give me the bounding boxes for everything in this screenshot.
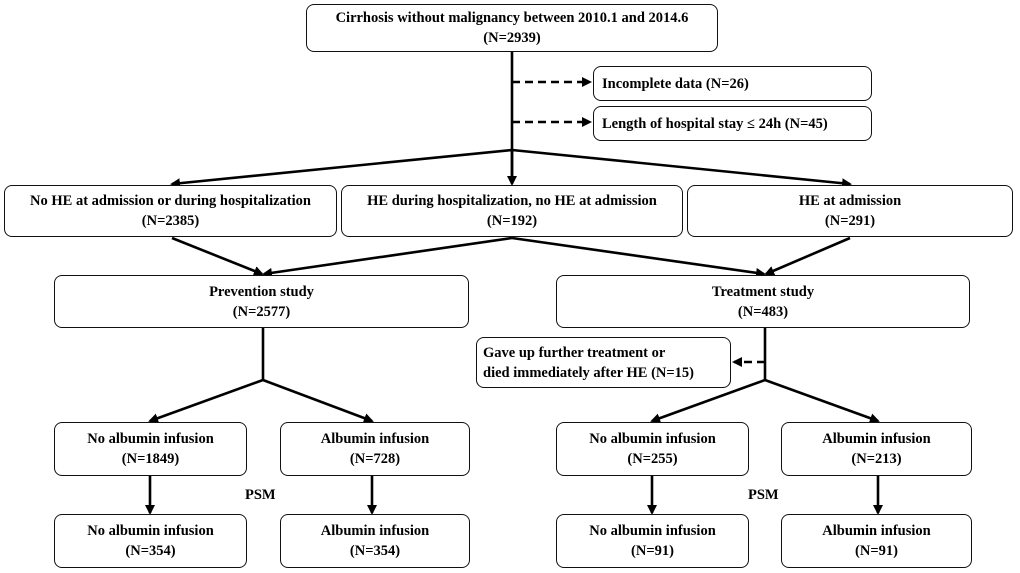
box-prevention-study: Prevention study (N=2577): [54, 275, 469, 328]
connector-treatment-to-albumin: [764, 378, 880, 423]
box-count: (N=91): [855, 543, 898, 559]
box-exclusion-short-stay: Length of hospital stay ≤ 24h (N=45): [593, 106, 872, 141]
box-title: Albumin infusion: [822, 523, 931, 539]
box-exclusion-gave-up: Gave up further treatment or died immedi…: [476, 337, 731, 388]
box-treatment-albumin: Albumin infusion (N=213): [781, 422, 972, 476]
box-prevention-no-albumin: No albumin infusion (N=1849): [54, 422, 247, 476]
box-no-he: No HE at admission or during hospitaliza…: [4, 185, 337, 237]
box-title: No HE at admission or during hospitaliza…: [30, 193, 311, 209]
box-count: (N=192): [486, 213, 538, 229]
box-prevention-albumin-matched: Albumin infusion (N=354): [280, 514, 470, 568]
box-count: (N=728): [349, 451, 401, 467]
box-title: HE at admission: [798, 193, 902, 209]
connector-prevention-to-no-albumin: [148, 378, 264, 423]
connector-he-admission-to-treatment: [764, 236, 851, 276]
box-title: Prevention study: [209, 283, 314, 300]
box-title: Cirrhosis without malignancy between 201…: [335, 10, 689, 26]
connector-treatment-to-no-albumin: [650, 378, 766, 423]
box-title: No albumin infusion: [589, 431, 716, 447]
box-he-during-hospitalization: HE during hospitalization, no HE at admi…: [341, 185, 683, 237]
box-treatment-study: Treatment study (N=483): [556, 275, 970, 328]
box-treatment-no-albumin: No albumin infusion (N=255): [556, 422, 749, 476]
box-title: Incomplete data (N=26): [602, 75, 749, 92]
box-title: No albumin infusion: [87, 523, 214, 539]
box-count: (N=91): [631, 543, 674, 559]
box-title: Gave up further treatment or: [483, 344, 666, 361]
box-subtitle: died immediately after HE (N=15): [483, 364, 694, 381]
box-title: Length of hospital stay ≤ 24h (N=45): [602, 115, 828, 132]
box-count: (N=213): [851, 451, 902, 467]
connector-to-no-he: [170, 148, 513, 189]
box-count: (N=291): [824, 213, 876, 229]
box-count: (N=1849): [121, 451, 180, 467]
box-title: No albumin infusion: [87, 431, 214, 447]
connector-prevention-to-albumin: [262, 378, 374, 423]
box-title: Treatment study: [711, 283, 815, 300]
box-count: (N=354): [125, 543, 176, 559]
connector-he-during-to-prevention: [262, 236, 513, 278]
box-count: (N=2577): [232, 303, 291, 320]
psm-label-prevention: PSM: [245, 487, 276, 503]
box-he-at-admission: HE at admission (N=291): [687, 185, 1013, 237]
box-treatment-no-albumin-matched: No albumin infusion (N=91): [556, 514, 749, 568]
box-count: (N=255): [627, 451, 678, 467]
box-count: (N=2385): [141, 213, 200, 229]
box-count: (N=354): [349, 543, 401, 559]
box-title: No albumin infusion: [589, 523, 716, 539]
psm-label-treatment: PSM: [748, 487, 779, 503]
box-title: Albumin infusion: [822, 431, 931, 447]
box-title: HE during hospitalization, no HE at admi…: [367, 193, 657, 209]
box-title: Albumin infusion: [320, 523, 430, 539]
connector-he-during-to-treatment: [511, 236, 766, 278]
box-exclusion-incomplete-data: Incomplete data (N=26): [593, 66, 872, 101]
box-prevention-no-albumin-matched: No albumin infusion (N=354): [54, 514, 247, 568]
box-cirrhosis-cohort: Cirrhosis without malignancy between 201…: [306, 4, 718, 52]
box-count: (N=2939): [483, 30, 541, 46]
box-title: Albumin infusion: [320, 431, 430, 447]
box-count: (N=483): [737, 303, 789, 320]
connector-no-he-to-prevention: [171, 236, 264, 276]
connector-to-he-admission: [511, 148, 852, 189]
box-prevention-albumin: Albumin infusion (N=728): [280, 422, 470, 476]
box-treatment-albumin-matched: Albumin infusion (N=91): [781, 514, 972, 568]
